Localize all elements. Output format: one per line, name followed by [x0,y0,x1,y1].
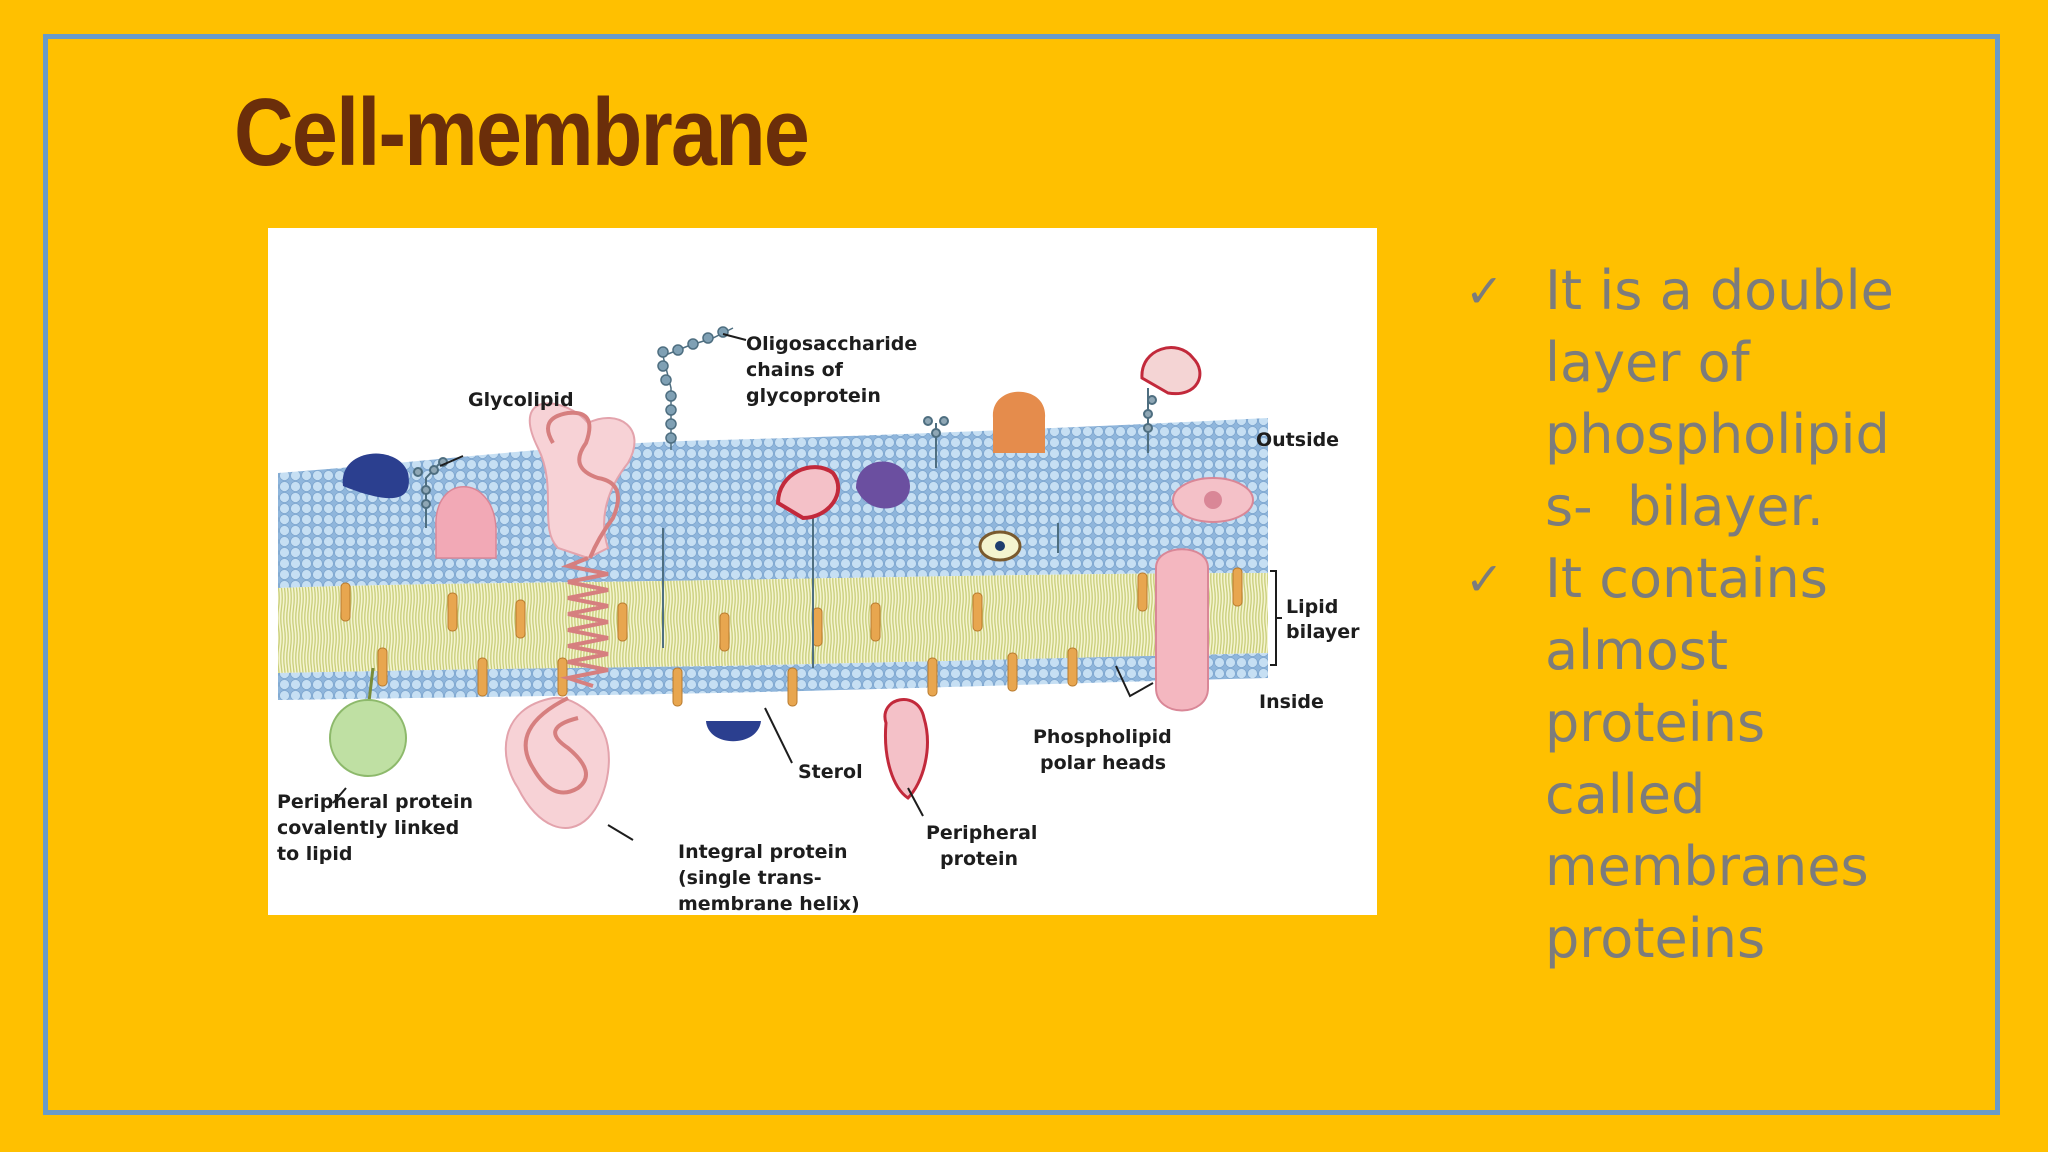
membrane-illustration: Oligosaccharide chains of glycoprotein G… [277,326,1360,915]
bullet-item: ✓ It is a double layer of phospholipid s… [1465,255,2005,543]
peripheral-protein [883,698,929,800]
label-single-trans: (single trans- [678,867,822,889]
glycolipid-chains [413,388,1157,668]
label-polar-heads: polar heads [1040,752,1166,774]
integral-protein-inside [504,696,610,829]
label-chains-of: chains of [746,359,844,381]
check-icon: ✓ [1465,552,1504,606]
check-icon: ✓ [1465,264,1504,318]
bullet-line: membranes [1545,835,1869,898]
label-oligosaccharide: Oligosaccharide [746,333,917,355]
bullet-line: It is a double [1545,259,1894,322]
orange-protein [992,391,1046,453]
bullet-line: phospholipid [1545,403,1890,466]
integral-protein-outside [529,402,636,560]
large-pink-integral-protein [1155,548,1209,712]
label-inside: Inside [1259,691,1324,713]
leader-lines [332,333,1282,841]
pink-protein [435,486,497,559]
hydrophobic-tails [278,573,1268,673]
integral-protein-loops [546,410,620,559]
label-peripheral-protein-1: Peripheral protein [277,791,473,813]
pink-red-protein [775,465,841,521]
integral-protein-inner-loops [523,696,588,795]
slide-title: Cell-membrane [234,79,810,186]
label-integral-protein: Integral protein [678,841,848,863]
label-glycoprotein: glycoprotein [746,385,881,407]
label-sterol: Sterol [798,761,863,783]
label-membrane-helix: membrane helix) [678,893,860,915]
dark-blue-protein [342,453,409,499]
bullet-line: called [1545,763,1706,826]
label-outside: Outside [1256,429,1339,451]
label-protein: protein [940,848,1018,870]
bullet-line: proteins [1545,691,1766,754]
label-glycolipid: Glycolipid [468,389,574,411]
bullet-line: almost [1545,619,1729,682]
sterol-molecules [340,567,1243,707]
label-lipid: Lipid [1286,596,1338,618]
label-to-lipid: to lipid [277,843,353,865]
cell-membrane-diagram: Oligosaccharide chains of glycoprotein G… [268,228,1377,915]
bullet-item: ✓ It contains almost proteins called mem… [1465,543,2005,975]
slide-frame [43,34,2000,1115]
inner-head-layer [278,653,1268,700]
purple-protein [856,461,910,509]
top-pink-protein [1140,346,1202,396]
dark-blue-inner-protein [706,721,761,742]
peripheral-lipid-linked-protein [329,699,407,777]
bullet-line: layer of [1545,331,1750,394]
label-covalently-linked: covalently linked [277,817,459,839]
integral-protein-helix [560,556,609,688]
oligosaccharide-chain [657,326,734,450]
bullet-line: s- bilayer. [1545,475,1824,538]
label-phospholipid: Phospholipid [1033,726,1172,748]
label-peripheral: Peripheral [926,822,1037,844]
bullet-line: It contains [1545,547,1828,610]
bullet-list: ✓ It is a double layer of phospholipid s… [1465,255,2005,975]
label-bilayer: bilayer [1286,621,1360,643]
bullet-line: proteins [1545,907,1766,970]
